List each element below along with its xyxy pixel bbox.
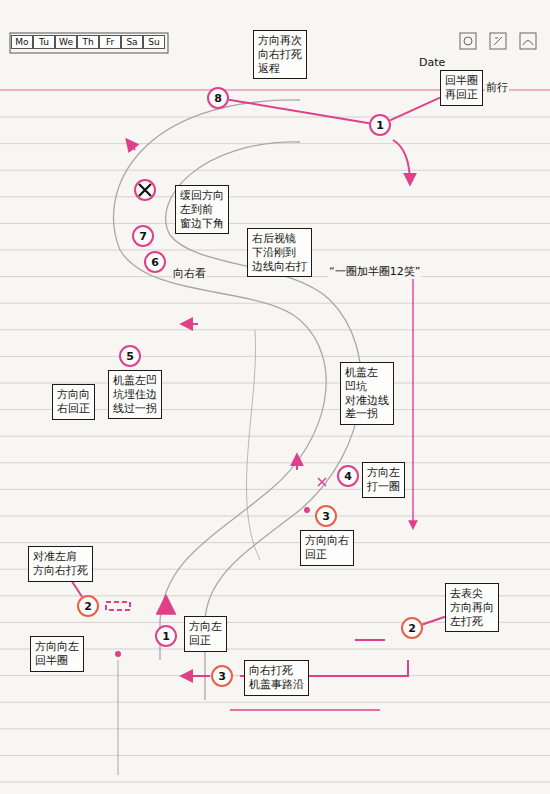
instruction-box: 向右打死 机盖事路沿 — [244, 660, 309, 696]
route-arrows — [106, 140, 413, 710]
ruled-line — [0, 489, 550, 490]
callout-number: 8 — [214, 92, 222, 105]
step-number-circle: 7 — [132, 225, 154, 247]
weekday-cell: Th — [77, 35, 99, 49]
ruled-line — [0, 356, 550, 357]
note-text: “一圈加半圈12笑” — [328, 264, 421, 279]
box-text: 右后视镜 下沿刚到 边线向右打 — [252, 232, 307, 273]
callout-number: 2 — [84, 600, 92, 613]
ruled-line — [0, 728, 550, 729]
step-number-circle: 1 — [155, 625, 177, 647]
callout-number: 3 — [218, 670, 226, 683]
route-connector — [390, 98, 440, 121]
step-number-circle: 1 — [369, 114, 391, 136]
road-pencil-lines — [114, 100, 362, 775]
box-text: 方向左 打一圈 — [367, 466, 400, 494]
weekday-cell: Fr — [99, 35, 121, 49]
ruled-line — [0, 702, 550, 703]
instruction-box: 缓回方向 左到前 窗边下角 — [175, 185, 229, 234]
instruction-box: 方向左 打一圈 — [362, 462, 405, 498]
instruction-box: 右后视镜 下沿刚到 边线向右打 — [247, 228, 312, 277]
ruled-lines — [0, 117, 550, 782]
box-text: 机盖左凹 坑埋住边 线过一拐 — [113, 374, 157, 415]
instruction-box: 对准左肩 方向右打死 — [28, 546, 93, 582]
ruled-line — [0, 782, 550, 783]
weekday-strip — [10, 33, 168, 53]
instruction-box: 方向左 回正 — [184, 616, 227, 652]
route-connector — [229, 100, 369, 123]
box-text: 对准左肩 方向右打死 — [33, 550, 88, 578]
box-text: 向右打死 机盖事路沿 — [249, 664, 304, 692]
ruled-line — [0, 170, 550, 171]
box-text: 方向向左 回半圈 — [35, 640, 79, 668]
box-note: 前行 — [485, 81, 509, 95]
instruction-box: 机盖左 凹坑 对准边线 差一拐 — [340, 362, 394, 425]
crossed-circle — [135, 180, 155, 200]
callout-number: 3 — [322, 510, 330, 523]
ruled-line — [0, 329, 550, 330]
instruction-box: 方向向 右回正 — [52, 384, 95, 420]
weekday-cell: Mo — [11, 35, 33, 49]
step-number-circle: 4 — [337, 465, 359, 487]
box-text: 方向向 右回正 — [57, 388, 90, 416]
instruction-box: 机盖左凹 坑埋住边 线过一拐 — [108, 370, 162, 419]
step-number-circle: 3 — [211, 665, 233, 687]
callout-number: 1 — [162, 630, 170, 643]
note-text: 向右看 — [172, 266, 207, 281]
ruled-line — [0, 462, 550, 463]
callout-number: 6 — [151, 256, 159, 269]
box-text: 去表尖 方向再向 左打死 — [450, 587, 494, 628]
step-number-circle: 8 — [207, 87, 229, 109]
step-number-circle: 6 — [144, 251, 166, 273]
ruled-line — [0, 542, 550, 543]
ruled-line — [0, 117, 550, 118]
weekday-cell: Tu — [33, 35, 55, 49]
instruction-box: 方向再次 向右打死 返程 — [253, 30, 307, 79]
ruled-line — [0, 516, 550, 517]
ruled-line — [0, 223, 550, 224]
ruled-line — [0, 755, 550, 756]
weekday-cell: Su — [143, 35, 165, 49]
step-number-circle: 5 — [119, 345, 141, 367]
box-text: 回半圈 再回正 — [445, 74, 478, 102]
route-connector — [422, 617, 445, 625]
ruled-line — [0, 303, 550, 304]
instruction-box: 方向向右 回正 — [300, 530, 354, 566]
box-text: 缓回方向 左到前 窗边下角 — [180, 189, 224, 230]
callout-number: 2 — [408, 622, 416, 635]
ruled-line — [0, 436, 550, 437]
step-number-circle: 2 — [77, 595, 99, 617]
instruction-box: 去表尖 方向再向 左打死 — [445, 583, 499, 632]
step-number-circle: 2 — [401, 617, 423, 639]
callout-number: 7 — [139, 230, 147, 243]
box-text: 方向向右 回正 — [305, 534, 349, 562]
box-text: 机盖左 凹坑 对准边线 差一拐 — [345, 366, 389, 421]
box-text: 方向再次 向右打死 返程 — [258, 34, 302, 75]
weekday-cell: Sa — [121, 35, 143, 49]
instruction-box: 回半圈 再回正前行 — [440, 70, 483, 106]
step-number-circle: 3 — [315, 505, 337, 527]
weekday-cell: We — [55, 35, 77, 49]
box-text: 方向左 回正 — [189, 620, 222, 648]
callout-number: 5 — [126, 350, 134, 363]
instruction-box: 方向向左 回半圈 — [30, 636, 84, 672]
header-icons — [460, 33, 536, 49]
date-label: Date — [418, 56, 446, 69]
callout-number: 4 — [344, 470, 352, 483]
ruled-line — [0, 196, 550, 197]
callout-number: 1 — [376, 119, 384, 132]
route-connector — [72, 582, 82, 597]
